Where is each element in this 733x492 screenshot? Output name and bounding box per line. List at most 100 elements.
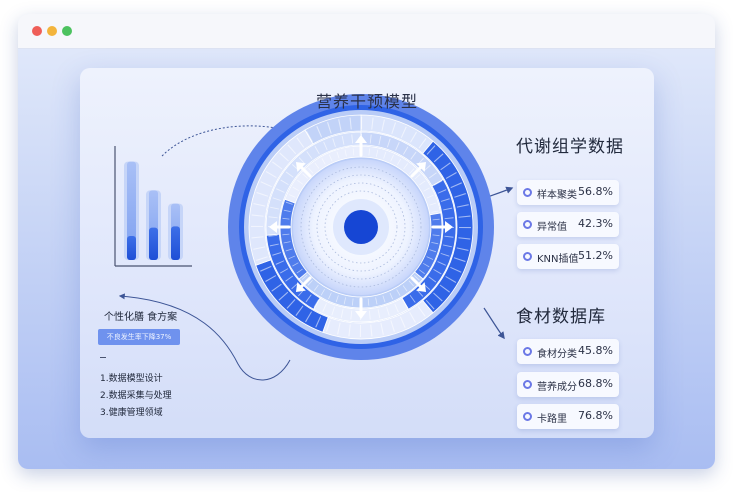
- ring-tick: [291, 282, 299, 290]
- ring-tick: [276, 188, 285, 193]
- ring-tick: [279, 152, 289, 162]
- app-window: 营养干预模型 代谢组学数据 样本聚类 56.8% 异常值 42.3% KNN插值…: [18, 14, 715, 469]
- ring-tick: [282, 217, 290, 220]
- arrow-down-right-icon: [410, 276, 427, 293]
- ring-tick: [348, 324, 351, 337]
- ring-tick: [298, 157, 306, 165]
- ring-tick: [251, 236, 264, 239]
- ring-tick: [301, 274, 308, 280]
- ring-tick: [295, 305, 304, 316]
- ring-tick: [418, 138, 427, 149]
- ring-tick: [369, 134, 372, 144]
- connector-bottom-left: [118, 293, 291, 381]
- plan-item: 3.健康管理领域: [100, 408, 163, 418]
- ring-tick: [456, 204, 469, 208]
- ring-tick: [336, 151, 340, 159]
- ring-tick: [432, 234, 440, 237]
- diagram-canvas: [114, 94, 514, 381]
- metric-pill[interactable]: 食材分类 45.8%: [517, 339, 619, 364]
- ring-tick: [399, 316, 406, 328]
- ring-tick: [409, 168, 415, 175]
- ring-tick: [394, 303, 399, 313]
- ring-tick: [320, 288, 325, 296]
- close-button[interactable]: [32, 26, 42, 36]
- ring-tick: [305, 294, 312, 303]
- ring-tick: [395, 142, 400, 151]
- bullet-icon: [523, 220, 532, 229]
- metric-label: 营养成分: [537, 382, 577, 393]
- arrow-down-icon: [355, 297, 367, 319]
- ring-tick: [458, 227, 471, 229]
- ring-tick: [352, 148, 355, 156]
- ring-tick: [386, 306, 390, 316]
- plan-divider: [100, 357, 106, 358]
- ring-tick: [429, 249, 437, 253]
- ring-tick: [260, 265, 272, 272]
- ring-tick: [285, 201, 293, 205]
- metric-pill[interactable]: 异常值 42.3%: [517, 212, 619, 237]
- maximize-button[interactable]: [62, 26, 72, 36]
- ring-tick: [292, 186, 300, 191]
- ring-tick: [285, 248, 293, 252]
- ring-tick: [445, 172, 457, 179]
- metric-label: KNN插值: [537, 254, 579, 265]
- window-titlebar: [18, 14, 715, 49]
- ring-tick: [440, 252, 450, 257]
- ring-tick: [443, 207, 453, 211]
- ring-tick: [426, 145, 436, 155]
- metric-label: 食材分类: [537, 349, 577, 360]
- ring-tick: [378, 136, 382, 146]
- ring-tick: [328, 154, 333, 162]
- ring-tick: [296, 268, 303, 274]
- bullet-icon: [523, 380, 532, 389]
- ring-tick: [296, 137, 305, 148]
- ring-tick: [418, 269, 425, 275]
- metric-pill[interactable]: KNN插值 51.2%: [517, 244, 619, 269]
- arrow-left-icon: [269, 221, 291, 233]
- ring-tick: [396, 289, 401, 296]
- ring-tick: [390, 320, 395, 332]
- ring-tick: [413, 275, 420, 281]
- model-card: 营养干预模型 代谢组学数据 样本聚类 56.8% 异常值 42.3% KNN插值…: [80, 68, 654, 438]
- metric-value: 56.8%: [578, 185, 613, 198]
- ring-tick: [433, 292, 443, 302]
- ring-tick: [285, 171, 294, 178]
- metric-value: 68.8%: [578, 377, 613, 390]
- ring-tick: [367, 298, 370, 306]
- ring-tick: [331, 306, 336, 316]
- ring-tick: [423, 187, 430, 192]
- ring-tick: [433, 153, 444, 163]
- arrow-up-icon: [355, 135, 367, 157]
- minimize-button[interactable]: [47, 26, 57, 36]
- ring-tick: [306, 151, 313, 160]
- metric-label: 异常值: [537, 222, 567, 233]
- metric-pill[interactable]: 营养成分 68.8%: [517, 372, 619, 397]
- plan-badge: 不良发生率下降37%: [98, 329, 180, 345]
- bullet-icon: [523, 347, 532, 356]
- ring-tick: [265, 171, 277, 178]
- ring-tick: [439, 284, 450, 293]
- ring-tick: [302, 173, 309, 179]
- connector-right-bottom: [483, 307, 505, 340]
- plan-title: 个性化膳 食方案: [104, 312, 178, 323]
- ring-tick: [380, 322, 384, 335]
- ring-tick: [422, 263, 430, 268]
- ring-segment: [304, 114, 362, 145]
- ring-tick: [433, 180, 443, 186]
- ring-tick: [450, 266, 462, 273]
- ring-tick: [350, 310, 353, 320]
- ring-tick: [428, 172, 437, 179]
- metric-pill[interactable]: 样本聚类 56.8%: [517, 180, 619, 205]
- metric-pill[interactable]: 卡路里 76.8%: [517, 404, 619, 429]
- dotted-orbit: [300, 166, 422, 288]
- dotted-orbit: [316, 182, 406, 272]
- ring-tick: [390, 154, 394, 162]
- ring-tick: [297, 179, 304, 185]
- ring-tick: [251, 225, 264, 227]
- ring-tick: [322, 303, 327, 312]
- arrow-right-icon: [431, 221, 453, 233]
- ring-tick: [323, 141, 328, 151]
- ring-tick: [368, 148, 371, 156]
- plan-item: 1.数据模型设计: [100, 374, 163, 384]
- dotted-orbit: [308, 174, 414, 280]
